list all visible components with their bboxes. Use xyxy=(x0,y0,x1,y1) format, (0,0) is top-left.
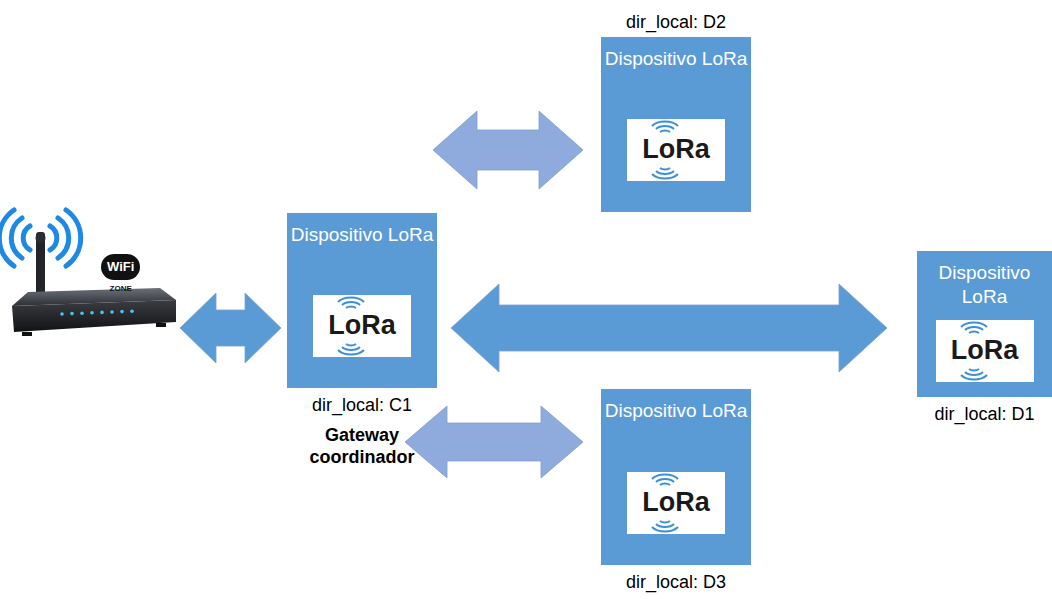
device-title: Dispositivo LoRa xyxy=(601,389,751,423)
lora-device-box: Dispositivo LoRaLoRadir_local: C1 xyxy=(287,213,437,388)
lora-device-box: Dispositivo LoRaLoRadir_local: D1 xyxy=(917,251,1052,397)
lora-logo-text: LoRa xyxy=(313,309,411,341)
local-address: dir_local: D1 xyxy=(934,403,1034,425)
lora-logo: LoRa xyxy=(936,320,1034,382)
lora-device-box: Dispositivo LoRaLoRadir_local: D2 xyxy=(601,37,751,212)
wifi-logo: WiFi xyxy=(101,254,140,280)
double-arrow xyxy=(433,111,583,189)
lora-logo-text: LoRa xyxy=(936,334,1034,366)
local-address: dir_local: D2 xyxy=(626,11,726,33)
lora-device-box: Dispositivo LoRaLoRadir_local: D3 xyxy=(601,389,751,565)
lora-logo: LoRa xyxy=(313,295,411,357)
local-address: dir_local: D3 xyxy=(626,571,726,593)
lora-logo-text: LoRa xyxy=(627,133,725,165)
wifi-router: WiFiZONE xyxy=(8,222,178,347)
lora-logo: LoRa xyxy=(627,119,725,181)
double-arrow xyxy=(451,284,887,372)
double-arrow xyxy=(405,406,583,478)
lora-logo: LoRa xyxy=(627,472,725,534)
note-label: Gateway coordinador xyxy=(302,424,422,468)
device-title: Dispositivo LoRa xyxy=(917,251,1052,309)
lora-logo-text: LoRa xyxy=(627,486,725,518)
device-title: Dispositivo LoRa xyxy=(601,37,751,71)
local-address: dir_local: C1 xyxy=(312,394,412,416)
zone-text: ZONE xyxy=(110,284,132,294)
double-arrow xyxy=(180,293,281,363)
device-title: Dispositivo LoRa xyxy=(287,213,437,247)
